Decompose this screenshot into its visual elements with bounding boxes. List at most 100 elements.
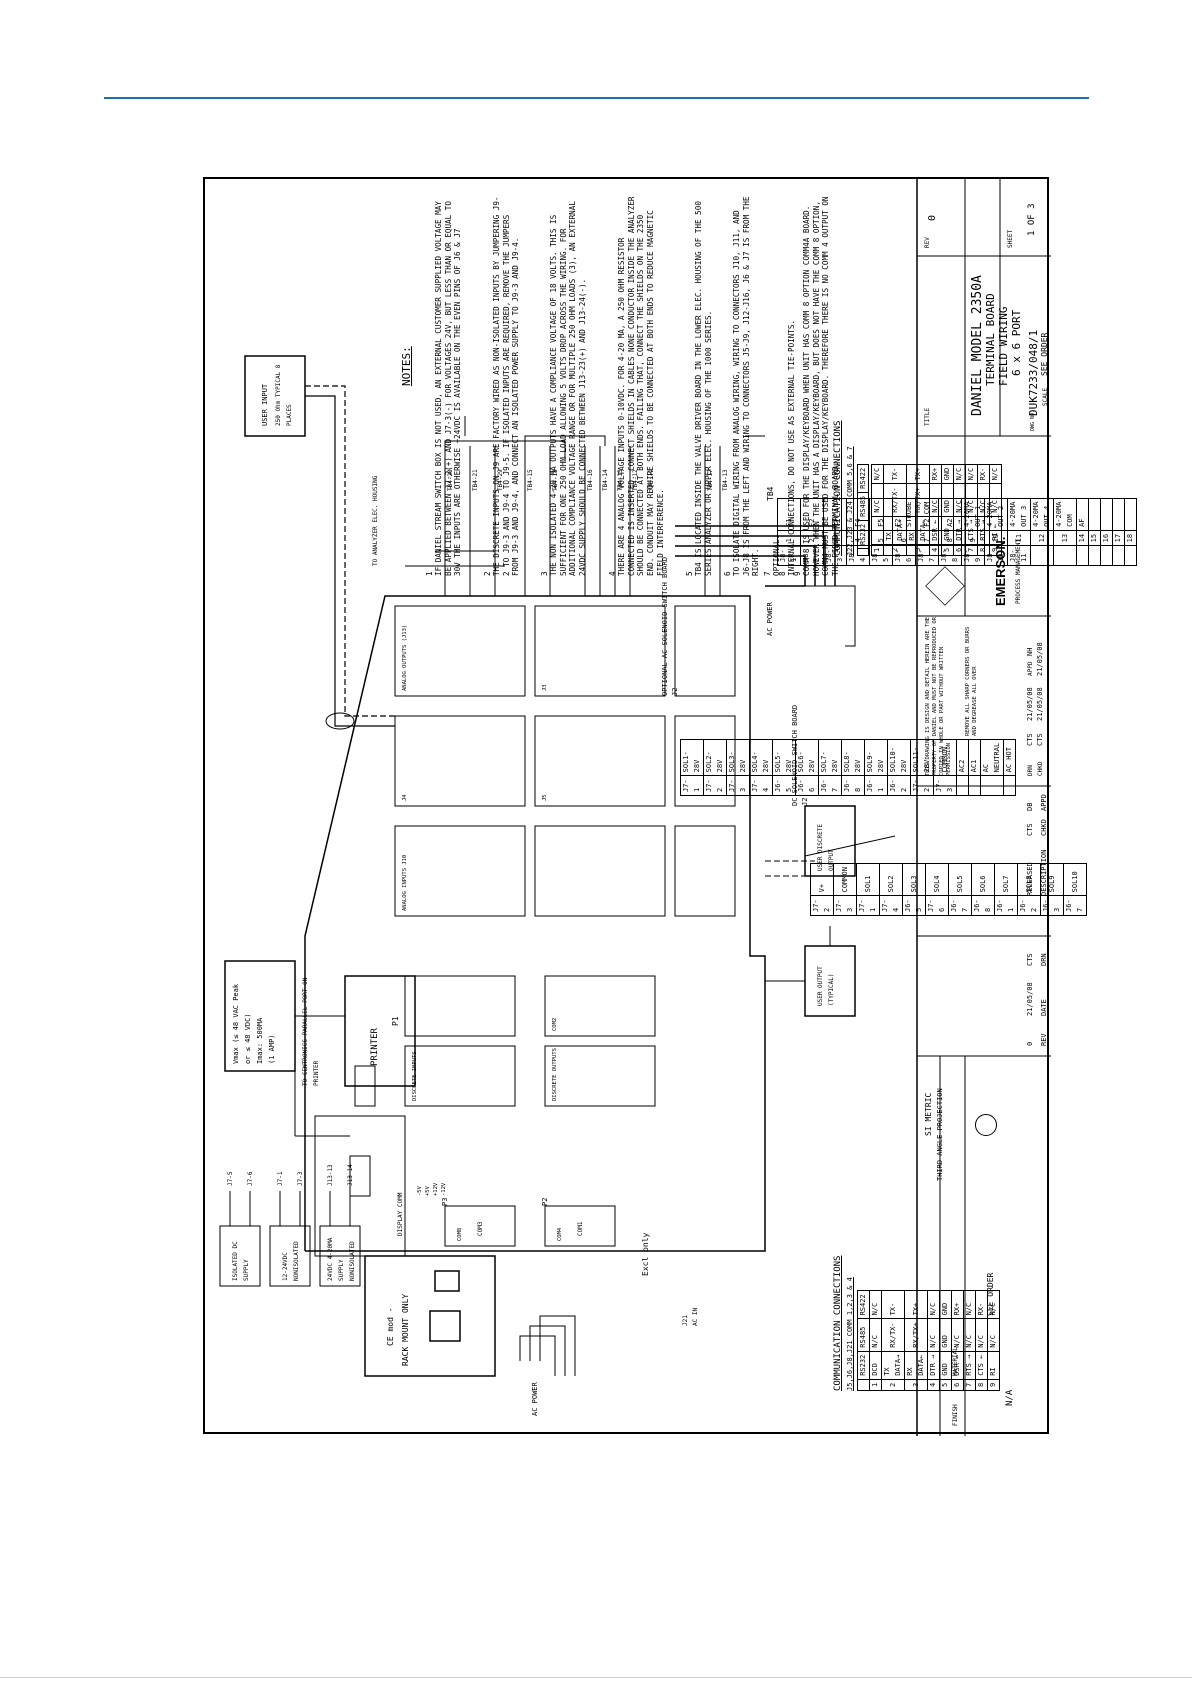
rotated-drawing: NOTES: 1 IF DANIEL STREAM SWITCH BOX IS … (205, 179, 1137, 1436)
dc-switch-cell: J6-5 (902, 895, 926, 916)
comm-upper-cell: RTS → (977, 516, 990, 545)
comm-upper-cell: 2 (883, 544, 907, 556)
terminal-label-7: TB4-14 (602, 469, 609, 491)
ac-switch-row: AC HOT (1003, 739, 1016, 796)
rev-h-rev: REV (1040, 1033, 1048, 1046)
ac-switch-cell: SOL4-28V (749, 739, 773, 776)
comm-upper-cell: 5 (941, 544, 954, 556)
comm-upper-cell: 9 (989, 544, 1002, 556)
dc-switch-cell: J7-2 (810, 895, 834, 916)
supply-2-pin-b: J7-3 (297, 1171, 304, 1186)
note-4-text: THERE ARE 4 ANALOG VOLTAGE INPUTS 0-10VD… (617, 196, 665, 576)
comm-lower-cell: 2 (881, 1379, 905, 1391)
comm-lower-cell: RX+ (951, 1290, 964, 1319)
ac-switch-cell: SOL8-28V (841, 739, 865, 776)
ac-switch-cell: SOL11-28V (910, 739, 934, 776)
comm-lower-cell: RX/TX+ (904, 1318, 928, 1352)
notes-title: NOTES: (400, 346, 413, 386)
ce-line-2: RACK MOUNT ONLY (401, 1293, 410, 1366)
ac-switch-cell: SOL5-28V (772, 739, 796, 776)
vmax-line-4: (1 AMP) (268, 1034, 276, 1064)
tb4-cell (1088, 545, 1101, 566)
tb4-cell (1076, 545, 1089, 566)
comm-lower-cell: CTS ← (975, 1351, 988, 1380)
sign-role-2: CHKD (1037, 761, 1044, 776)
finish-label: FINISH (952, 1404, 959, 1426)
tb4-cell: 14 (1076, 530, 1089, 546)
ac-switch-cell: J7-2 (703, 775, 727, 796)
comm-lower-cell: N/C (927, 1290, 940, 1319)
comm-block-2: COM1 (577, 1221, 584, 1236)
comm-lower-cell: 9 (987, 1379, 1000, 1391)
comm-lower-cell: TX+ (904, 1290, 928, 1319)
board-section-4: DISCRETE OUTPUTS (552, 1048, 558, 1101)
supply-2-pin-a: J7-1 (277, 1171, 284, 1186)
comm-lower-cell: N/C (963, 1318, 976, 1352)
ac-switch-cell: J7-4 (749, 775, 773, 796)
ac-switch-cell: SOL1-28V (680, 739, 704, 776)
projection-symbol-icon (975, 1114, 997, 1136)
ac-switch-cell: AC HOT (1003, 739, 1016, 776)
tb4-cell: F3 (823, 498, 847, 531)
dc-switch-cell: COMMON (833, 863, 857, 896)
tb4-cell: 2 (800, 530, 824, 546)
tb4-cell (1030, 545, 1054, 566)
dc-switch-cell: J7-4 (879, 895, 903, 916)
board-section-5: COM8 (457, 1227, 463, 1241)
rev-h-drn: DRN (1040, 953, 1048, 966)
comm-upper-cell: 7 (965, 544, 978, 556)
dc-switch-cell: SOL1 (856, 863, 880, 896)
dc-switch-cell: SOL9 (1040, 863, 1064, 896)
projection-label: THIRD ANGLE PROJECTION (936, 1088, 944, 1181)
tb4-cell: J8-3 (823, 545, 847, 566)
dc-switch-cell: J6-7 (1063, 895, 1087, 916)
comm-lower-cell: GND (939, 1318, 952, 1352)
note-4-num: 4 (607, 571, 617, 576)
dc-switch-cell: J6-2 (1017, 895, 1041, 916)
comm-upper-cell: 8 (977, 544, 990, 556)
ac-switch-cell (956, 775, 969, 796)
dc-switch-cell: J7-6 (925, 895, 949, 916)
terminal-label-12: TB4-13 (722, 469, 729, 491)
ac-switch-row: AC1 (968, 739, 981, 796)
note-5: 5 TB4 IS LOCATED INSIDE THE VALVE DRIVER… (675, 196, 713, 576)
comm-upper-cell: TX+ (906, 464, 930, 484)
tb4-cell (1053, 545, 1077, 566)
note-4: 4 THERE ARE 4 ANALOG VOLTAGE INPUTS 0-10… (598, 196, 665, 576)
board-section-10: J3 (542, 684, 548, 691)
comm-lower-cell: RX- (975, 1290, 988, 1319)
tb4-cell: J8-4 (846, 545, 870, 566)
dc-switch-cell: SOL8 (1017, 863, 1041, 896)
comm-upper-cell (871, 516, 884, 545)
comm-upper-cell: RX- (977, 464, 990, 484)
comm-upper-cell: N/C (953, 483, 966, 517)
rev-value: 0 (927, 214, 938, 221)
note-1-text: IF DANIEL STREAM SWITCH BOX IS NOT USED,… (434, 201, 463, 576)
comm-lower-cell: RX DATA← (904, 1351, 928, 1380)
comm-lower-cell: 5 (939, 1379, 952, 1391)
printer-conn: P1 (391, 1016, 400, 1026)
tb4-cell: 18 (1124, 530, 1137, 546)
tb4-cell: 4-20MA COM (1053, 498, 1077, 531)
note-3: 3 THE NON ISOLATED 4-20 MA OUTPUTS HAVE … (530, 196, 588, 576)
display-conn-label: DISPLAY COMM (397, 1192, 404, 1236)
ac-switch-cell: J7-3 (726, 775, 750, 796)
rev-r-appd: DB (1026, 802, 1034, 811)
note-6-num: 6 (722, 571, 732, 576)
dc-switch-cell: SOL4 (925, 863, 949, 896)
tb4-cell: 4 (846, 530, 870, 546)
vdc-label-4: -12V (441, 1182, 447, 1196)
user-input-sub: 250 Ohm TYPICAL 8 PLACES (275, 364, 293, 426)
board-section-6: COM4 (557, 1227, 563, 1241)
terminal-label-11: TB4-17 (707, 469, 714, 491)
